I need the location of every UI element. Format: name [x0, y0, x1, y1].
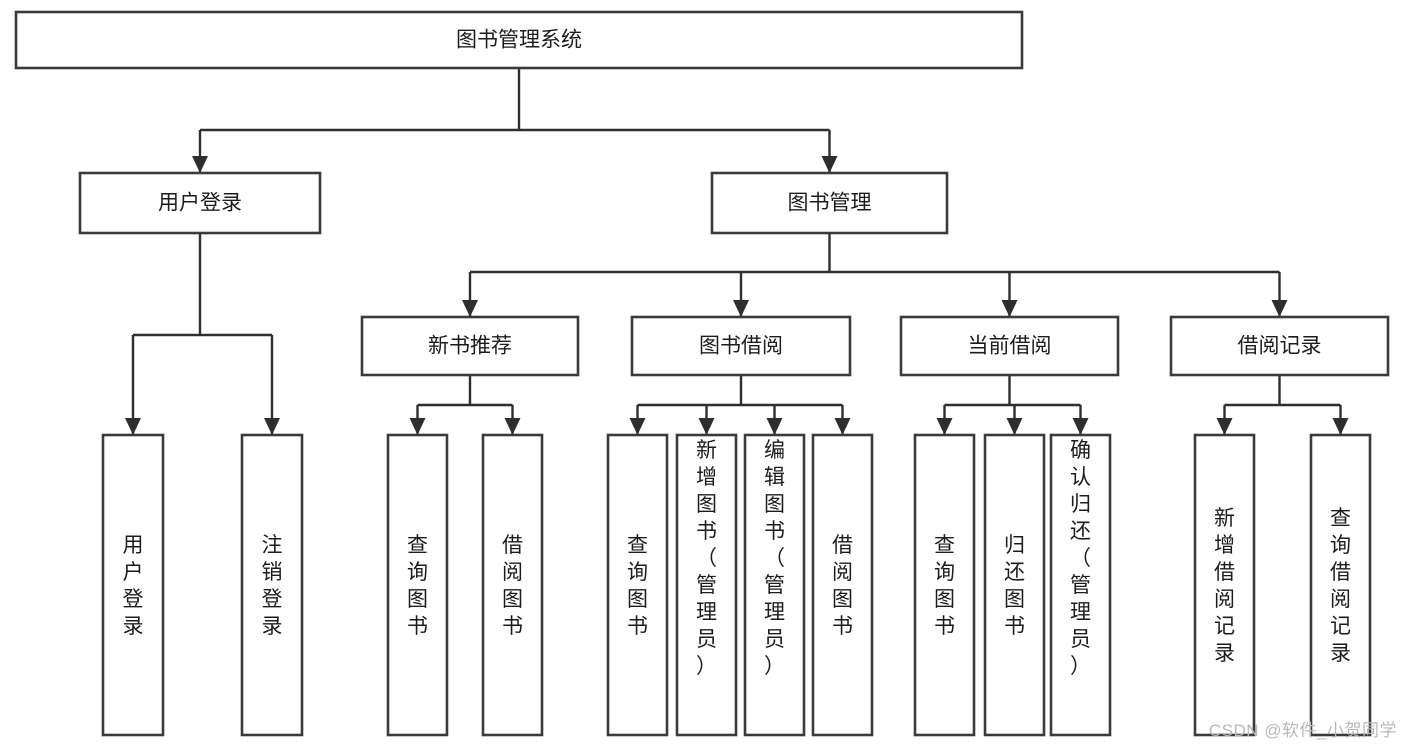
node-leaf-confirm-return[interactable]: 确认归还（管理员） [1049, 433, 1112, 737]
node-label: 用户登录 [158, 192, 242, 215]
node-label: 确认归还（管理员） [1070, 439, 1091, 678]
node-label: 查询图书 [407, 534, 428, 638]
node-box[interactable] [360, 315, 580, 377]
node-label: 当前借阅 [968, 335, 1052, 358]
node-box[interactable] [630, 315, 852, 377]
node-label: 图书管理系统 [456, 29, 582, 52]
edge-layer [125, 68, 1349, 435]
node-layer: 图书管理系统用户登录图书管理新书推荐图书借阅当前借阅借阅记录用户登录注销登录查询… [14, 10, 1390, 737]
node-box[interactable] [386, 433, 449, 737]
arrow-head-icon [462, 300, 478, 317]
node-label: 借阅图书 [832, 534, 853, 638]
node-box[interactable] [1049, 433, 1112, 737]
node-root[interactable]: 图书管理系统 [14, 10, 1024, 70]
node-box[interactable] [811, 433, 874, 737]
arrow-head-icon [125, 418, 141, 435]
arrow-head-icon [1072, 418, 1089, 435]
arrow-head-icon [698, 418, 715, 435]
node-leaf-user-login[interactable]: 用户登录 [101, 433, 165, 737]
node-label: 图书借阅 [699, 335, 783, 358]
node-leaf-query-book-1[interactable]: 查询图书 [386, 433, 449, 737]
node-label: 查询图书 [934, 534, 955, 638]
node-label: 借阅记录 [1238, 335, 1322, 358]
node-leaf-add-record[interactable]: 新增借阅记录 [1193, 433, 1256, 737]
node-label: 图书管理 [788, 192, 872, 215]
arrow-head-icon [409, 418, 426, 435]
arrow-head-icon [1271, 300, 1288, 317]
arrow-head-icon [766, 418, 783, 435]
node-current-borrow[interactable]: 当前借阅 [899, 315, 1120, 377]
node-label: 新增借阅记录 [1214, 507, 1235, 665]
node-label: 归还图书 [1004, 534, 1025, 638]
node-box[interactable] [14, 10, 1024, 70]
node-leaf-user-logout[interactable]: 注销登录 [240, 433, 304, 737]
node-new-book-rec[interactable]: 新书推荐 [360, 315, 580, 377]
node-leaf-edit-book[interactable]: 编辑图书（管理员） [743, 433, 806, 737]
node-leaf-query-record[interactable]: 查询借阅记录 [1309, 433, 1372, 737]
arrow-head-icon [264, 418, 280, 435]
node-book-manage[interactable]: 图书管理 [710, 171, 949, 235]
node-box[interactable] [983, 433, 1046, 737]
arrow-head-icon [504, 418, 521, 435]
arrow-head-icon [192, 156, 208, 173]
arrow-head-icon [936, 418, 953, 435]
csdn-watermark: CSDN @软件_小贺同学 [1208, 721, 1397, 740]
arrow-head-icon [733, 300, 749, 317]
node-label: 用户登录 [123, 534, 144, 638]
node-leaf-return-book[interactable]: 归还图书 [983, 433, 1046, 737]
node-box[interactable] [101, 433, 165, 737]
node-box[interactable] [913, 433, 976, 737]
node-label: 借阅图书 [502, 534, 523, 638]
arrow-head-icon [1006, 418, 1023, 435]
node-label: 编辑图书（管理员） [764, 439, 785, 678]
node-box[interactable] [899, 315, 1120, 377]
node-box[interactable] [1193, 433, 1256, 737]
arrow-head-icon [1001, 300, 1018, 317]
node-label: 查询图书 [627, 534, 648, 638]
node-leaf-query-book-3[interactable]: 查询图书 [913, 433, 976, 737]
node-box[interactable] [1169, 315, 1390, 377]
arrow-head-icon [1332, 418, 1349, 435]
node-label: 查询借阅记录 [1330, 507, 1351, 665]
node-box[interactable] [710, 171, 949, 235]
arrow-head-icon [834, 418, 851, 435]
node-box[interactable] [1309, 433, 1372, 737]
node-box[interactable] [78, 171, 322, 235]
node-leaf-borrow-book-2[interactable]: 借阅图书 [811, 433, 874, 737]
node-leaf-borrow-book-1[interactable]: 借阅图书 [481, 433, 544, 737]
node-leaf-query-book-2[interactable]: 查询图书 [606, 433, 669, 737]
node-box[interactable] [675, 433, 738, 737]
node-borrow-record[interactable]: 借阅记录 [1169, 315, 1390, 377]
node-box[interactable] [481, 433, 544, 737]
node-user-login[interactable]: 用户登录 [78, 171, 322, 235]
node-label: 新增图书（管理员） [696, 439, 717, 678]
node-label: 注销登录 [262, 534, 283, 638]
node-leaf-add-book[interactable]: 新增图书（管理员） [675, 433, 738, 737]
arrow-head-icon [1216, 418, 1233, 435]
node-box[interactable] [606, 433, 669, 737]
node-box[interactable] [743, 433, 806, 737]
arrow-head-icon [629, 418, 646, 435]
arrow-head-icon [821, 156, 838, 173]
node-box[interactable] [240, 433, 304, 737]
node-book-borrow[interactable]: 图书借阅 [630, 315, 852, 377]
node-label: 新书推荐 [428, 335, 512, 358]
